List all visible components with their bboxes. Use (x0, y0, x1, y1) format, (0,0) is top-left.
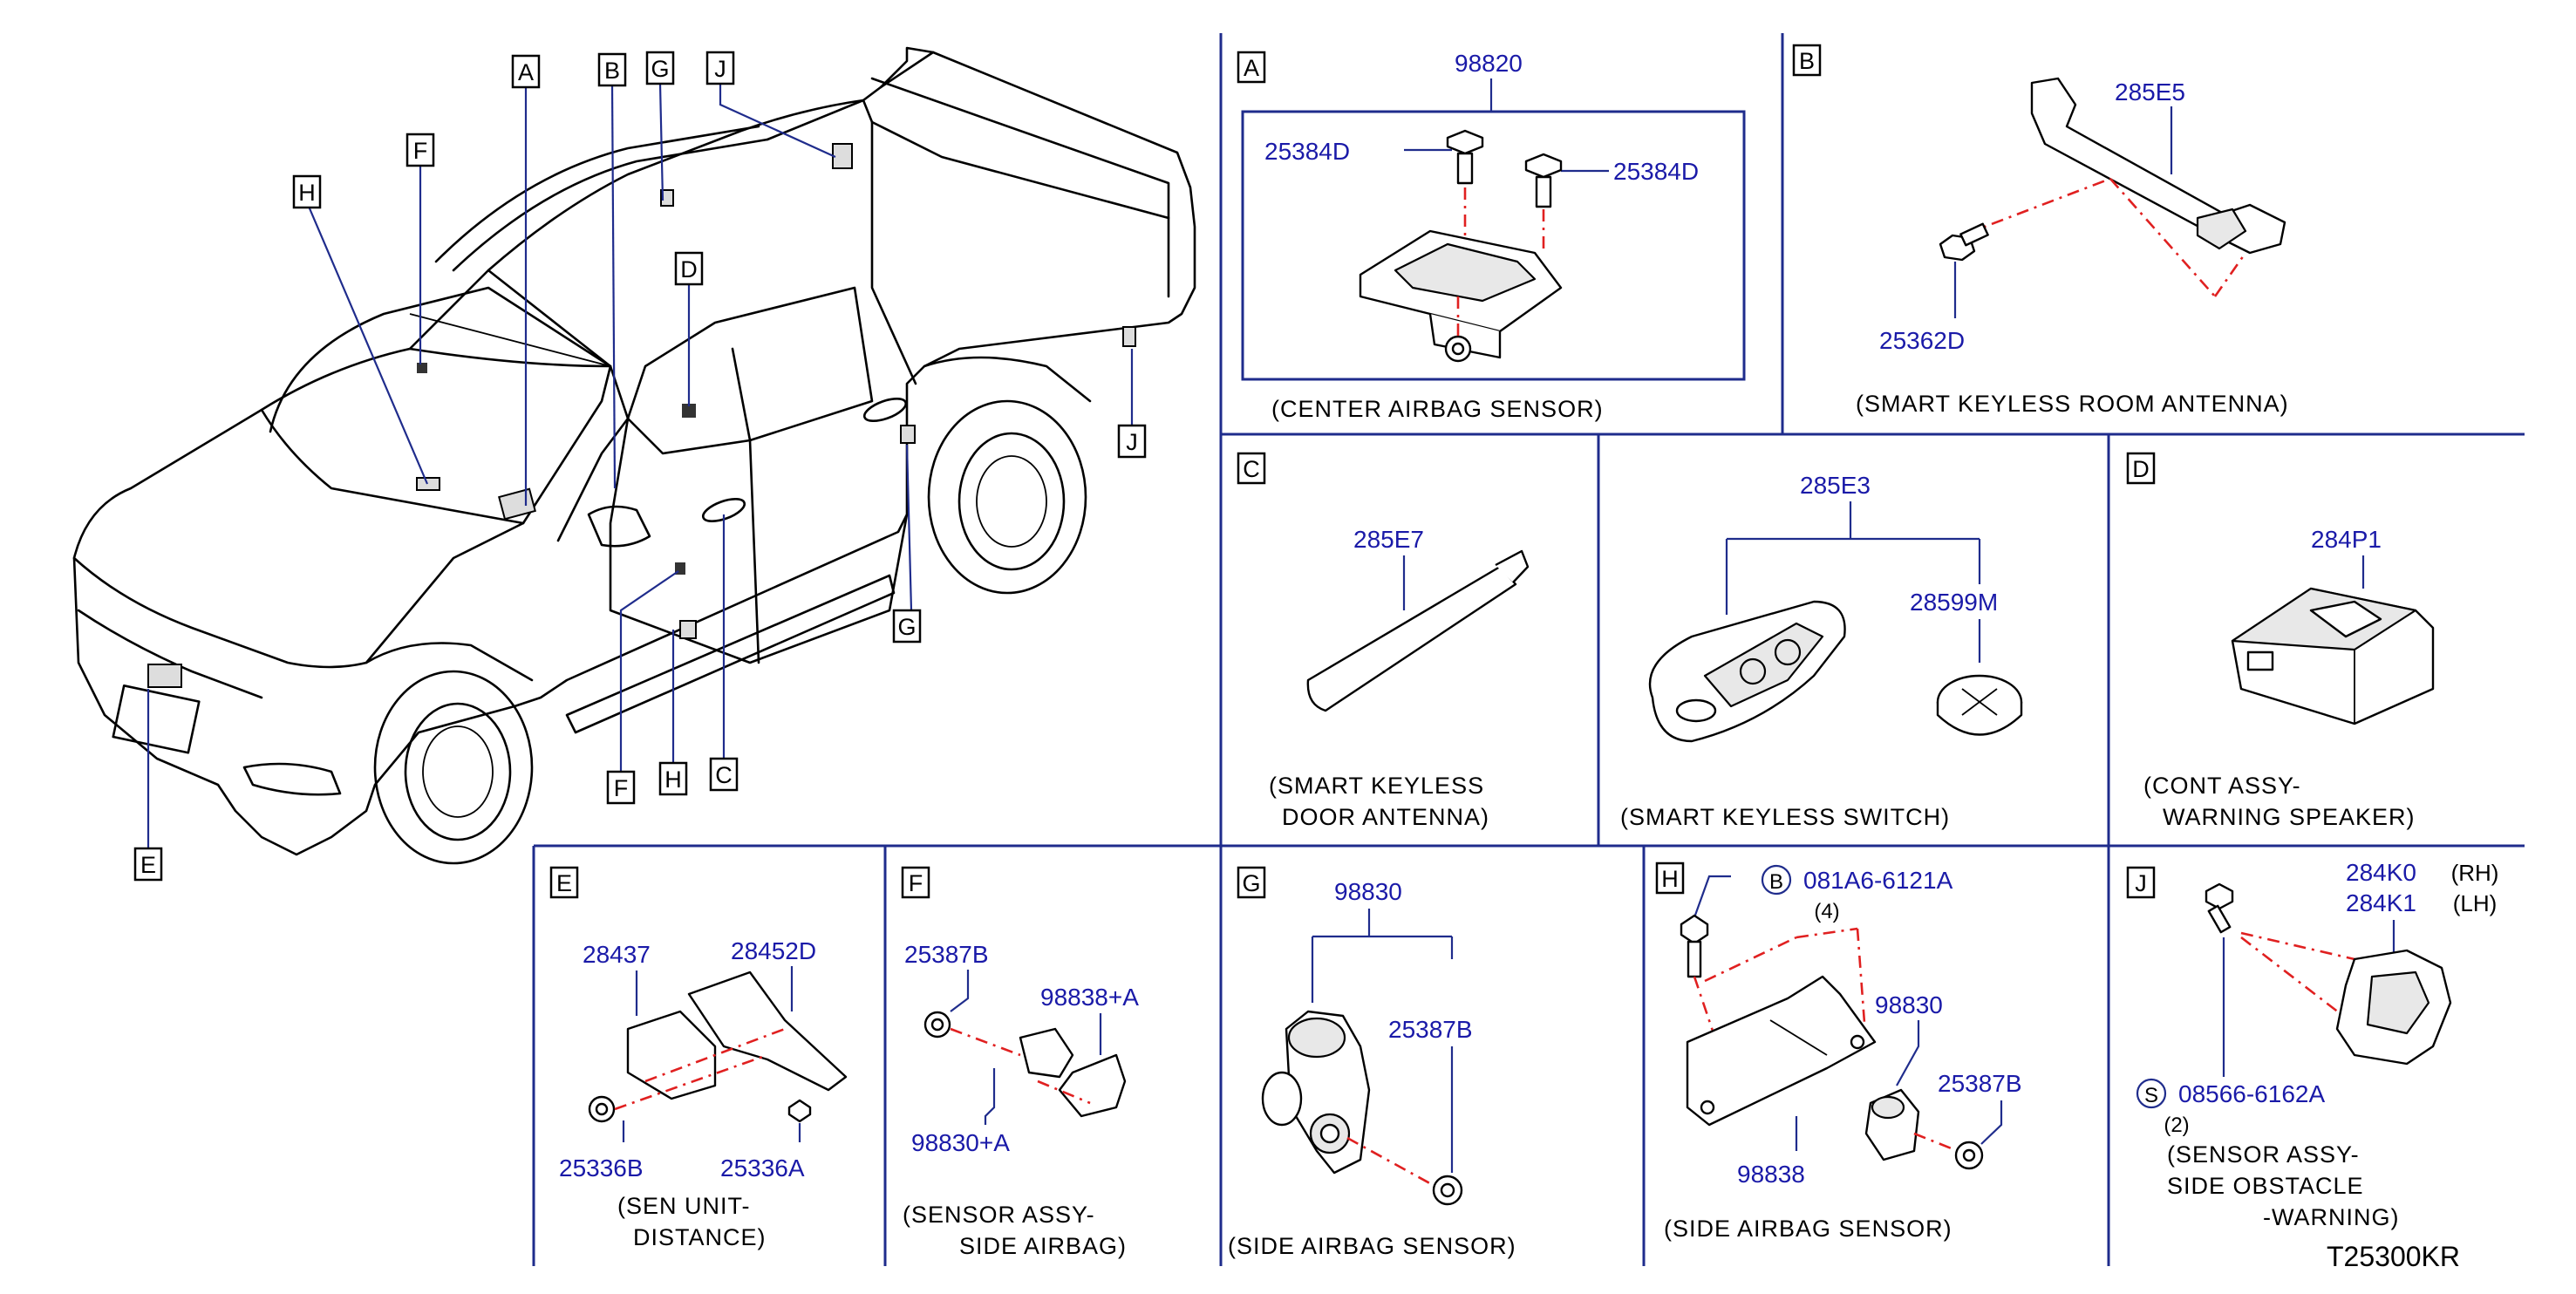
callout-J-rear: J (1126, 429, 1138, 455)
truck-callouts: A B G J F H D J G E F H C (133, 51, 1147, 882)
part-285E7: 285E7 (1353, 526, 1424, 553)
part-25387B-G: 25387B (1388, 1016, 1473, 1043)
panel-G-side-airbag-sensor: G 98830 25387B (SIDE AIRBAG SENSOR) (1228, 866, 1516, 1259)
callout-E: E (140, 852, 156, 878)
panel-H-side-airbag-sensor: H B 081A6-6121A (4) 98830 25387B 98838 (… (1655, 862, 2022, 1242)
callout-C: C (715, 762, 733, 788)
panel-C-caption-line1: (SMART KEYLESS (1269, 773, 1484, 799)
bolt-qty: (4) (1814, 900, 1839, 923)
part-98830-A: 98830+A (911, 1129, 1010, 1156)
panel-grid (532, 33, 2525, 1266)
part-98838: 98838 (1737, 1161, 1805, 1188)
part-081A6-6121A: 081A6-6121A (1803, 867, 1953, 894)
panel-F-side-airbag-sensor: F 25387B 98838+A 98830+A (SENSOR ASSY- S… (901, 866, 1139, 1259)
callout-G-door: G (897, 614, 916, 640)
callout-A: A (518, 59, 534, 85)
panel-B-caption: (SMART KEYLESS ROOM ANTENNA) (1856, 391, 2289, 417)
part-25384D-right: 25384D (1613, 158, 1699, 185)
part-98830-H: 98830 (1875, 991, 1943, 1018)
callout-H: H (298, 180, 316, 206)
part-285E5: 285E5 (2115, 78, 2185, 106)
panel-E-distance-sensor: E 28437 28452D 25336B 25336A (SEN UNIT- … (549, 866, 848, 1250)
part-28599M: 28599M (1910, 589, 1998, 616)
panel-G-letter: G (1242, 870, 1260, 896)
panel-D-caption-line1: (CONT ASSY- (2143, 773, 2301, 799)
part-25384D-left: 25384D (1264, 138, 1350, 165)
part-25387B-F: 25387B (904, 941, 989, 968)
panel-A-caption: (CENTER AIRBAG SENSOR) (1271, 396, 1604, 422)
panel-switch-caption: (SMART KEYLESS SWITCH) (1620, 804, 1950, 830)
panel-F-caption-line1: (SENSOR ASSY- (903, 1202, 1095, 1228)
panel-E-caption-line1: (SEN UNIT- (617, 1193, 751, 1219)
part-284P1: 284P1 (2311, 526, 2382, 553)
panel-A-center-airbag-sensor: A 98820 25384D 25384D (CENTER AIRBAG SEN… (1237, 50, 1746, 422)
part-25387B-H: 25387B (1938, 1070, 2022, 1097)
panel-J-obstacle-warning-sensor: J 284K0 (RH) 284K1 (LH) S 08566-6162A (2… (2126, 859, 2499, 1230)
part-98838-A: 98838+A (1040, 984, 1139, 1011)
panel-D-caption-line2: WARNING SPEAKER) (2163, 804, 2416, 830)
panel-G-caption: (SIDE AIRBAG SENSOR) (1228, 1233, 1516, 1259)
part-28452D: 28452D (731, 937, 816, 964)
panel-C-letter: C (1243, 456, 1260, 482)
part-25336B: 25336B (559, 1154, 644, 1182)
side-rh: (RH) (2451, 860, 2499, 886)
panel-H-caption: (SIDE AIRBAG SENSOR) (1664, 1216, 1952, 1242)
part-284K0: 284K0 (2346, 859, 2416, 886)
panel-B-room-antenna: B 285E5 25362D (SMART KEYLESS ROOM ANTEN… (1792, 44, 2289, 417)
part-98830-G: 98830 (1334, 878, 1402, 905)
part-28437: 28437 (583, 941, 651, 968)
callout-D: D (680, 256, 698, 283)
part-284K1: 284K1 (2346, 889, 2416, 916)
panel-D-letter: D (2132, 456, 2150, 482)
panel-H-letter: H (1661, 866, 1679, 892)
truck-illustration (72, 46, 1196, 865)
panel-J-caption-line3: -WARNING) (2263, 1204, 2399, 1230)
callout-G: G (651, 56, 669, 82)
callout-H-door: H (664, 766, 682, 793)
callout-B: B (604, 58, 620, 84)
panel-J-caption-line1: (SENSOR ASSY- (2167, 1141, 2360, 1168)
panel-F-letter: F (909, 870, 923, 896)
bolt-symbol-B: B (1769, 870, 1783, 894)
panel-J-letter: J (2135, 870, 2147, 896)
panel-F-caption-line2: SIDE AIRBAG) (959, 1233, 1127, 1259)
callout-J: J (714, 56, 726, 82)
panel-E-letter: E (556, 870, 572, 896)
truck-callout-leaders (147, 82, 1134, 848)
part-25362D: 25362D (1879, 327, 1965, 354)
diagram-code: T25300KR (2327, 1241, 2460, 1272)
panel-B-letter: B (1799, 48, 1815, 74)
panel-C-caption-line2: DOOR ANTENNA) (1282, 804, 1489, 830)
part-98820: 98820 (1455, 50, 1523, 77)
part-285E3: 285E3 (1800, 472, 1871, 499)
callout-F: F (413, 138, 428, 164)
part-08566-6162A: 08566-6162A (2178, 1080, 2325, 1107)
panel-E-caption-line2: DISTANCE) (633, 1224, 767, 1250)
panel-smart-keyless-switch: 285E3 28599M (SMART KEYLESS SWITCH) (1620, 472, 2023, 830)
side-lh: (LH) (2453, 890, 2498, 916)
panel-A-letter: A (1244, 55, 1259, 81)
screw-qty: (2) (2164, 1114, 2189, 1137)
screw-symbol-S: S (2144, 1084, 2158, 1107)
panel-D-warning-speaker: D 284P1 (CONT ASSY- WARNING SPEAKER) (2126, 452, 2435, 830)
panel-C-door-antenna: C 285E7 (SMART KEYLESS DOOR ANTENNA) (1237, 452, 1530, 830)
part-25336A: 25336A (720, 1154, 805, 1182)
callout-F-door: F (614, 775, 629, 801)
panel-J-caption-line2: SIDE OBSTACLE (2167, 1173, 2364, 1199)
